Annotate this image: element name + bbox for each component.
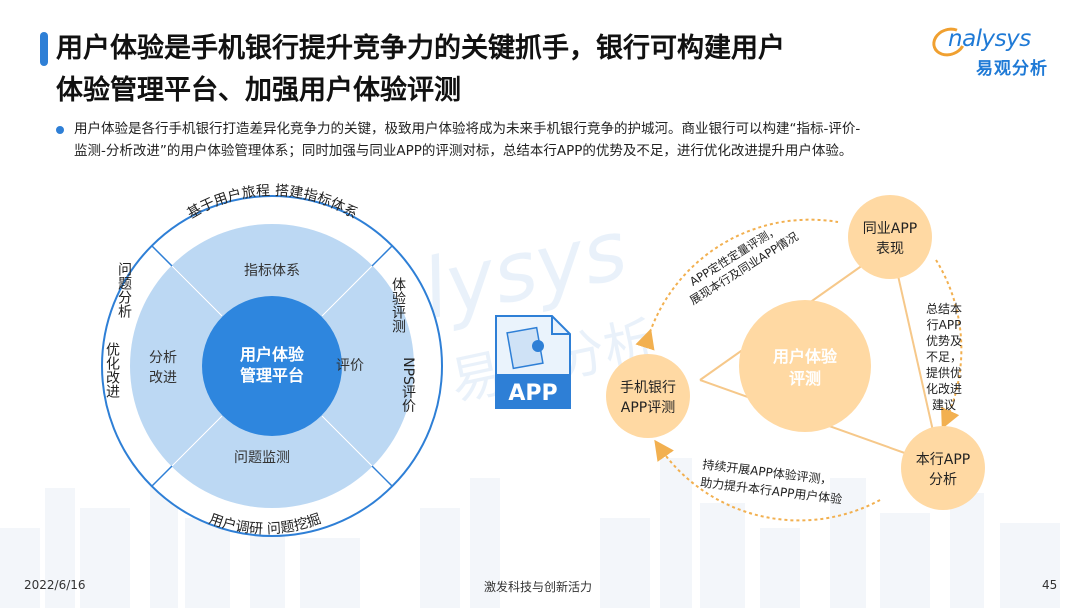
inner-evaluation: 评价: [336, 358, 364, 374]
description-line1: 用户体验是各行手机银行打造差异化竞争力的关键，极致用户体验将成为未来手机银行竞争…: [74, 121, 861, 137]
page-title: 用户体验是手机银行提升竞争力的关键抓手，银行可构建用户 体验管理平台、加强用户体…: [56, 28, 936, 112]
arc-right-line-2: 优势及: [926, 334, 962, 348]
mobile-bank-line1: 手机银行: [620, 380, 676, 396]
arc-right-line-4: 提供优: [926, 365, 962, 380]
peer-app-line2: 表现: [876, 241, 904, 257]
analysys-logo: nalysys 易观分析: [928, 22, 1060, 82]
description-paragraph: 用户体验是各行手机银行打造差异化竞争力的关键，极致用户体验将成为未来手机银行竞争…: [74, 118, 1034, 162]
page-title-line2: 体验管理平台、加强用户体验评测: [56, 75, 461, 106]
evaluation-center-line1: 用户体验: [773, 347, 838, 366]
center-circle: [202, 296, 342, 436]
logo-chinese-text: 易观分析: [976, 59, 1048, 79]
arc-right-line-3: 不足，: [926, 350, 962, 364]
mobile-bank-line2: APP评测: [621, 400, 675, 416]
mobile-bank-node: [606, 354, 690, 438]
outer-nps-evaluation: NPS评价: [400, 357, 416, 413]
logo-english-text: nalysys: [948, 26, 1031, 52]
arc-right-line-5: 化改进: [926, 382, 962, 396]
inner-dividers: [171, 265, 373, 467]
arc-right-line-1: 行APP: [927, 318, 962, 332]
platform-center-line2: 管理平台: [240, 366, 304, 385]
user-experience-platform-diagram: 用户体验 管理平台 指标体系 评价 问题监测 分析 改进 基于用户旅程 搭建指标…: [101, 183, 443, 537]
page-title-line1: 用户体验是手机银行提升竞争力的关键抓手，银行可构建用户: [56, 33, 785, 64]
outer-right-labels: 体验评测 NPS评价: [390, 277, 416, 413]
platform-center-line1: 用户体验: [240, 345, 305, 364]
title-accent-bar: [40, 32, 48, 66]
inner-indicator-system: 指标体系: [244, 263, 300, 279]
page-number: 45: [1042, 578, 1058, 592]
footer-slogan: 激发科技与创新活力: [484, 580, 593, 594]
description-line2: 监测-分析改进”的用户体验管理体系；同时加强与同业APP的评测对标，总结本行AP…: [74, 143, 853, 159]
peer-app-node: [848, 195, 932, 279]
own-app-node: [901, 426, 985, 510]
arc-right-arrow: [935, 259, 963, 430]
arc-right-line-0: 总结本: [926, 302, 962, 316]
arc-bottom-label: 持续开展APP体验评测， 助力提升本行APP用户体验: [699, 456, 842, 506]
bullet-dot-icon: [56, 126, 64, 134]
inner-analysis-line2: 改进: [149, 370, 177, 386]
outer-issue-analysis: 问题分析: [116, 262, 132, 318]
outer-optimization: 优化改进: [104, 342, 120, 398]
peer-app-line1: 同业APP: [863, 221, 917, 237]
arc-right-line-6: 建议: [932, 398, 956, 412]
experience-evaluation-cycle: 用户体验 评测 同业APP 表现 手机银行 APP评测 本行APP 分析 APP…: [606, 195, 985, 522]
inner-issue-monitoring: 问题监测: [234, 450, 290, 466]
outer-experience-evaluation: 体验评测: [390, 277, 406, 333]
evaluation-center-line2: 评测: [789, 369, 821, 388]
own-app-line1: 本行APP: [916, 452, 970, 468]
outer-left-labels: 问题分析 优化改进: [104, 262, 132, 398]
app-icon-label: APP: [508, 381, 557, 406]
arc-top-arrow: [635, 218, 839, 351]
own-app-line2: 分析: [929, 472, 957, 488]
arc-right-label: 总结本 行APP 优势及 不足， 提供优 化改进 建议: [926, 302, 962, 412]
evaluation-center-circle: [739, 300, 871, 432]
app-file-icon: APP: [495, 315, 571, 409]
footer-date: 2022/6/16: [24, 578, 86, 592]
inner-analysis-line1: 分析: [149, 350, 177, 366]
